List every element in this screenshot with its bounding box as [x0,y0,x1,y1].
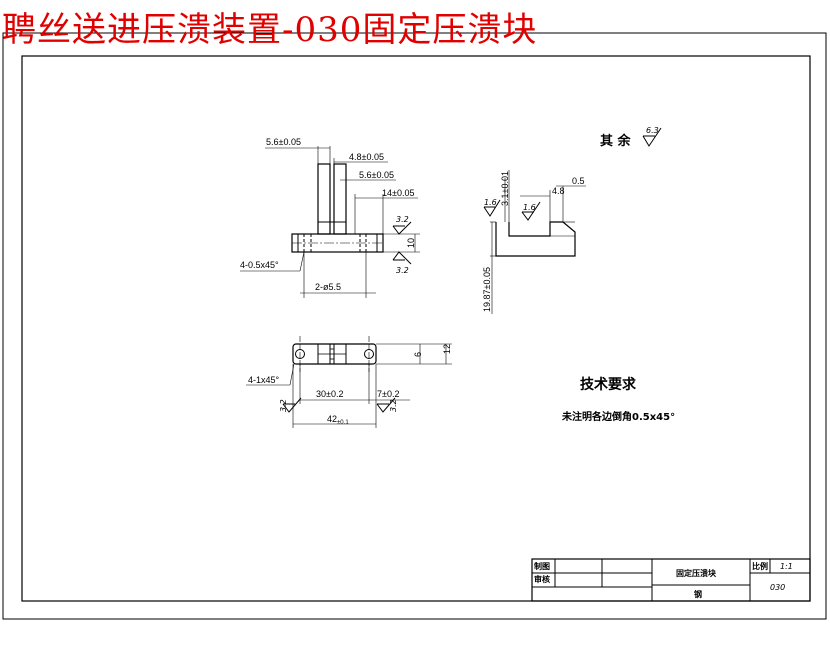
inner-border [21,55,811,602]
front-view [246,336,452,428]
title-block-scale-label: 比例 [752,561,768,571]
top-view [240,146,420,298]
technical-requirements-heading: 技术要求 [580,376,637,393]
top-dim-holes: 2-ø5.5 [315,282,341,292]
drawing-title: 聘丝送进压溃装置-030固定压溃块 [2,10,538,50]
top-dim-chamfer: 4-0.5x45° [240,260,279,270]
outer-border [2,32,827,620]
title-block-checked-label: 审核 [534,574,550,584]
top-dim-height: 10 [406,238,416,248]
front-dim-chamfer: 4-1x45° [248,375,280,385]
side-roughness-b: 1.6 [523,203,536,212]
surface-note-label: 其 余 [600,133,632,149]
top-dim-4.8: 4.8±0.05 [349,152,384,162]
surface-note-symbol [642,127,662,147]
front-roughness-right: 3.2 [389,399,398,412]
title-block [531,558,811,602]
title-block-material: 钢 [694,589,702,599]
title-block-part-name: 固定压溃块 [676,568,717,578]
front-dim-42: 42±0.1 [327,414,349,426]
technical-requirements-note: 未注明各边倒角0.5x45° [561,410,675,423]
front-dim-12: 12 [442,344,452,354]
side-view [483,170,586,314]
front-dim-7: 7±0.2 [377,389,399,399]
side-roughness-a: 1.6 [484,198,497,207]
front-dim-6: 6 [413,352,423,357]
title-block-scale-value: 1:1 [780,562,793,571]
side-dim-0.5: 0.5 [572,176,585,186]
top-dim-14: 14±0.05 [382,188,414,198]
side-dim-4.8: 4.8 [552,186,565,196]
title-block-drawn-label: 制图 [534,561,550,571]
side-dim-3.1: 3.1±0.01 [500,171,510,206]
top-roughness-upper: 3.2 [396,215,409,224]
front-roughness-left: 3.2 [279,399,288,412]
top-roughness-lower: 3.2 [396,266,409,275]
front-dim-30: 30±0.2 [316,389,343,399]
front-dim-42-tolerance: ±0.1 [337,420,349,426]
title-block-drawing-no: 030 [770,583,785,592]
top-dim-5.6-a: 5.6±0.05 [266,137,301,147]
top-dim-5.6-b: 5.6±0.05 [359,170,394,180]
surface-note-value: 6.3 [646,126,659,135]
side-dim-19.87: 19.87±0.05 [482,267,492,312]
